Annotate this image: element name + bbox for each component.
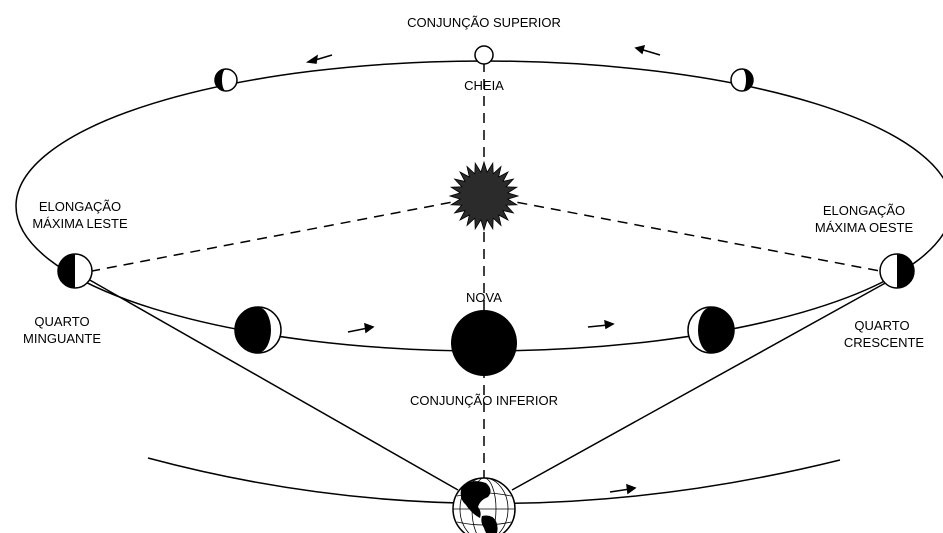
full-phase-icon xyxy=(474,45,494,65)
first-quarter-label-line1: QUARTO xyxy=(854,318,909,333)
inferior-conjunction-label: CONJUNÇÃO INFERIOR xyxy=(410,393,558,408)
new-phase-icon xyxy=(451,310,517,376)
east-elongation-label-line1: ELONGAÇÃO xyxy=(39,199,121,214)
arrow-icon xyxy=(587,319,615,330)
earth-globe-icon xyxy=(452,477,516,533)
gibbous-phase-icon xyxy=(730,68,754,92)
full-phase-label: CHEIA xyxy=(464,78,504,93)
first-quarter-label-line2: CRESCENTE xyxy=(844,335,925,350)
west-elongation-label-line1: ELONGAÇÃO xyxy=(823,203,905,218)
gibbous-phase-icon xyxy=(214,68,238,92)
sun-line-of-sight xyxy=(91,62,881,478)
east-elongation-label-line2: MÁXIMA LESTE xyxy=(32,216,128,231)
crescent-phase-icon xyxy=(687,306,735,354)
quarter-phase-icon xyxy=(57,253,93,289)
elongation-sightlines xyxy=(87,275,899,491)
arrow-icon xyxy=(305,54,333,64)
sun-icon xyxy=(448,160,520,232)
arrow-icon xyxy=(347,322,375,334)
crescent-phase-icon xyxy=(234,306,282,354)
arrow-icon xyxy=(609,483,637,495)
quarter-phase-icon xyxy=(879,253,915,289)
last-quarter-label-line2: MINGUANTE xyxy=(23,331,101,346)
arrow-icon xyxy=(634,44,661,56)
last-quarter-label-line1: QUARTO xyxy=(34,314,89,329)
superior-conjunction-label: CONJUNÇÃO SUPERIOR xyxy=(407,15,561,30)
new-phase-label: NOVA xyxy=(466,290,502,305)
west-elongation-label-line2: MÁXIMA OESTE xyxy=(815,220,914,235)
